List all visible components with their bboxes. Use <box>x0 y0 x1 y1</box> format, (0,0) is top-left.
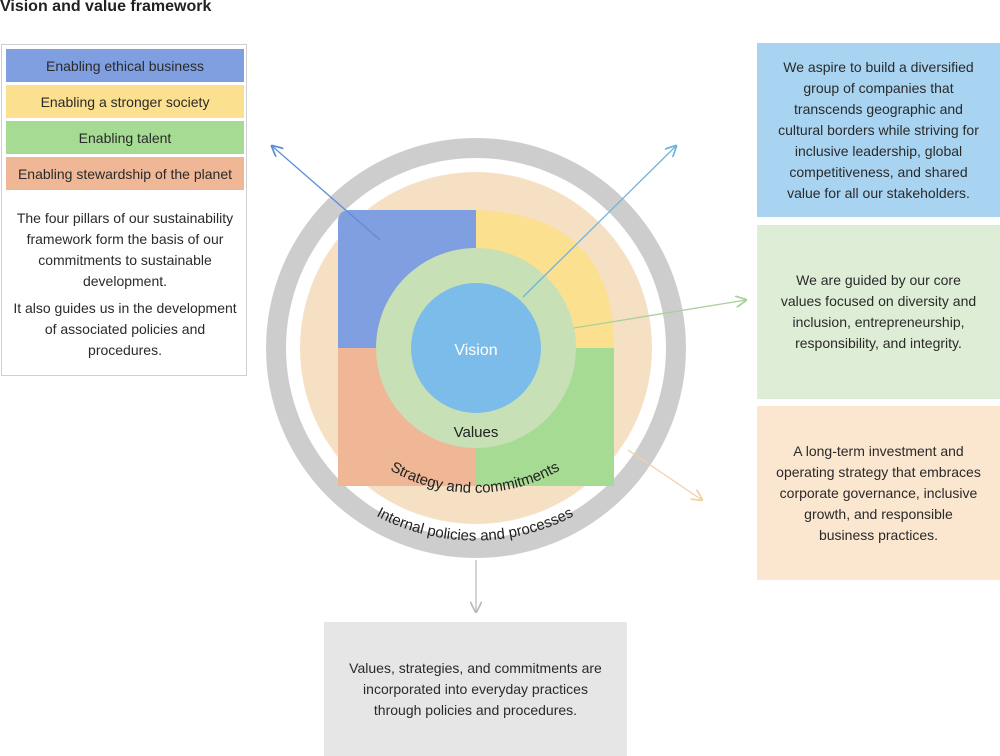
pillar-talent: Enabling talent <box>6 121 244 154</box>
arrow-to-strategy-box <box>627 449 702 500</box>
pillars-panel: Enabling ethical business Enabling a str… <box>1 44 247 376</box>
pillar-stewardship-planet: Enabling stewardship of the planet <box>6 157 244 190</box>
pillars-description-1: The four pillars of our sustainability f… <box>16 210 234 289</box>
pillar-ethical-business: Enabling ethical business <box>6 49 244 82</box>
arrow-to-vision-box <box>522 146 676 298</box>
vision-description-box: We aspire to build a diversified group o… <box>757 43 1000 217</box>
arrow-to-pillars <box>272 146 381 241</box>
vision-label: Vision <box>454 342 497 359</box>
values-description-box: We are guided by our core values focused… <box>757 225 1000 399</box>
policies-description-box: Values, strategies, and commitments are … <box>324 622 627 756</box>
page-title: Vision and value framework <box>0 0 212 15</box>
pillar-stronger-society: Enabling a stronger society <box>6 85 244 118</box>
values-label: Values <box>454 424 499 441</box>
circle-vision <box>411 283 541 413</box>
arrow-to-values-box <box>573 300 746 329</box>
pillars-description-2: It also guides us in the development of … <box>13 300 237 358</box>
strategy-description-box: A long-term investment and operating str… <box>757 406 1000 580</box>
